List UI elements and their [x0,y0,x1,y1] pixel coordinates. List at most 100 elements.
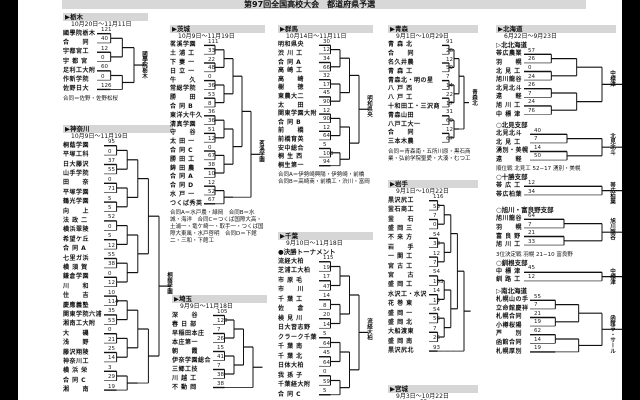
team-name: 岩 手 [388,243,415,251]
team-name: 市 原 毛 [278,276,303,284]
winner-label: 國學院栃木 [141,51,147,79]
section-header: ▶北海道 [496,25,616,33]
team-score: 7 [528,221,532,228]
team-name: 横 須 賀 [63,263,88,271]
team-score: 34 [323,56,330,62]
team-name: 合 同 [388,50,415,58]
team-name: 本庄第一 [172,338,199,346]
winner-label: 茗溪学園 [258,140,264,163]
team-score: 94 [323,159,330,166]
team-name: 盛 岡 北 [388,318,413,326]
team-score: 24 [528,73,535,80]
team-name: 花 巻 東 [388,300,413,308]
team-score: 38 [217,381,224,387]
team-name: 中 標 津 [496,110,521,118]
team-name: 一 関 工 [388,253,413,261]
team-score: 45 [323,90,330,97]
team-name: 清真学園 [170,120,197,128]
team-score: 5 [108,233,112,240]
team-score: 17 [323,81,330,88]
team-name: 前 橋 [278,127,305,135]
team-name: 市 川 [278,286,305,294]
section-header: ▶埼玉 [172,295,267,303]
team-name: 千 葉 工 [278,295,303,303]
team-name: 羽 幌 [496,58,523,66]
team-score: 7 [446,74,450,81]
team-score: 47 [323,283,330,290]
team-name: 合 同 C [170,147,194,154]
team-name: 浅 野 [63,339,90,347]
team-score: 25 [108,346,115,352]
group-label: ○釧根支部 [496,258,528,267]
team-name: 常総学院 [170,85,197,93]
team-name: 桐蔭学園 [63,141,90,149]
team-name: 関東学院六浦 [63,310,103,318]
team-name: 関東学園大附 [278,110,318,118]
team-score: 0 [108,148,112,155]
team-name: 札幌合同 [496,313,523,321]
team-score: 40 [101,36,108,43]
team-name: 慶應義塾 [63,301,90,309]
team-name: 函館合同 [496,339,523,347]
team-score: 52 [108,214,115,221]
team-name: 七里ガ浜 [63,254,90,262]
team-score: 22 [446,91,453,98]
team-name: 不 動 岡 [172,383,197,391]
team-score: 67 [446,135,453,142]
team-score: 24 [528,99,535,106]
team-score: 90 [323,99,330,105]
team-score: 0 [101,73,105,80]
section-header: ▶栃木 [63,13,148,21]
section-header: ▶神奈川 [63,125,173,133]
team-score: 52 [208,188,215,195]
team-score: 12 [323,107,330,114]
team-score: 38 [108,261,115,268]
team-score: 53 [208,91,215,98]
team-score: 115 [323,255,334,262]
team-score: 33 [528,238,535,245]
team-score: 29 [108,374,115,381]
bracket-lines [524,271,622,281]
team-name: 渋 川 工 [278,49,303,57]
team-score: 64 [528,213,535,219]
group-label: ○十勝支部 [496,173,528,182]
team-score: 14 [433,288,440,295]
bracket-lines [429,199,471,352]
team-score: 40 [534,127,541,134]
team-score: 38 [217,372,224,378]
team-score: 121 [101,27,112,34]
team-score: 51 [208,126,215,133]
bracket-group: 桐蔭学園平塚工科日大藤沢山手学院田 奈平塚学園鶴光学園向 上法 政 二横浜翠陵希… [63,139,173,397]
team-name: 明和県央 [278,41,305,49]
group-label: ▷北北海道 [496,41,527,49]
team-score: 76 [528,108,535,114]
team-name: 富 良 野 [496,232,521,240]
team-name: 合 同 B [170,103,194,110]
team-score: 34 [528,188,535,195]
team-name: 樹 徳 [278,84,305,92]
team-score: 41 [217,354,224,360]
team-score: 5 [108,195,112,202]
team-score: 14 [323,293,330,300]
team-score: 95 [108,139,115,146]
team-name: 宮 古 工 [388,262,413,270]
team-score: 0 [108,223,112,230]
team-score: 14 [446,82,453,89]
team-name: 水 戸 一 [170,191,195,198]
team-name: 合 同 A [63,245,87,253]
team-name: 合 同 B [278,118,302,126]
team-score: 38 [433,241,440,248]
bracket-lines [97,32,146,91]
team-name: 川 越 工 [172,374,197,382]
team-score: 7 [528,90,532,97]
team-score: 7 [433,213,437,219]
team-name: 守 谷 [170,129,197,137]
